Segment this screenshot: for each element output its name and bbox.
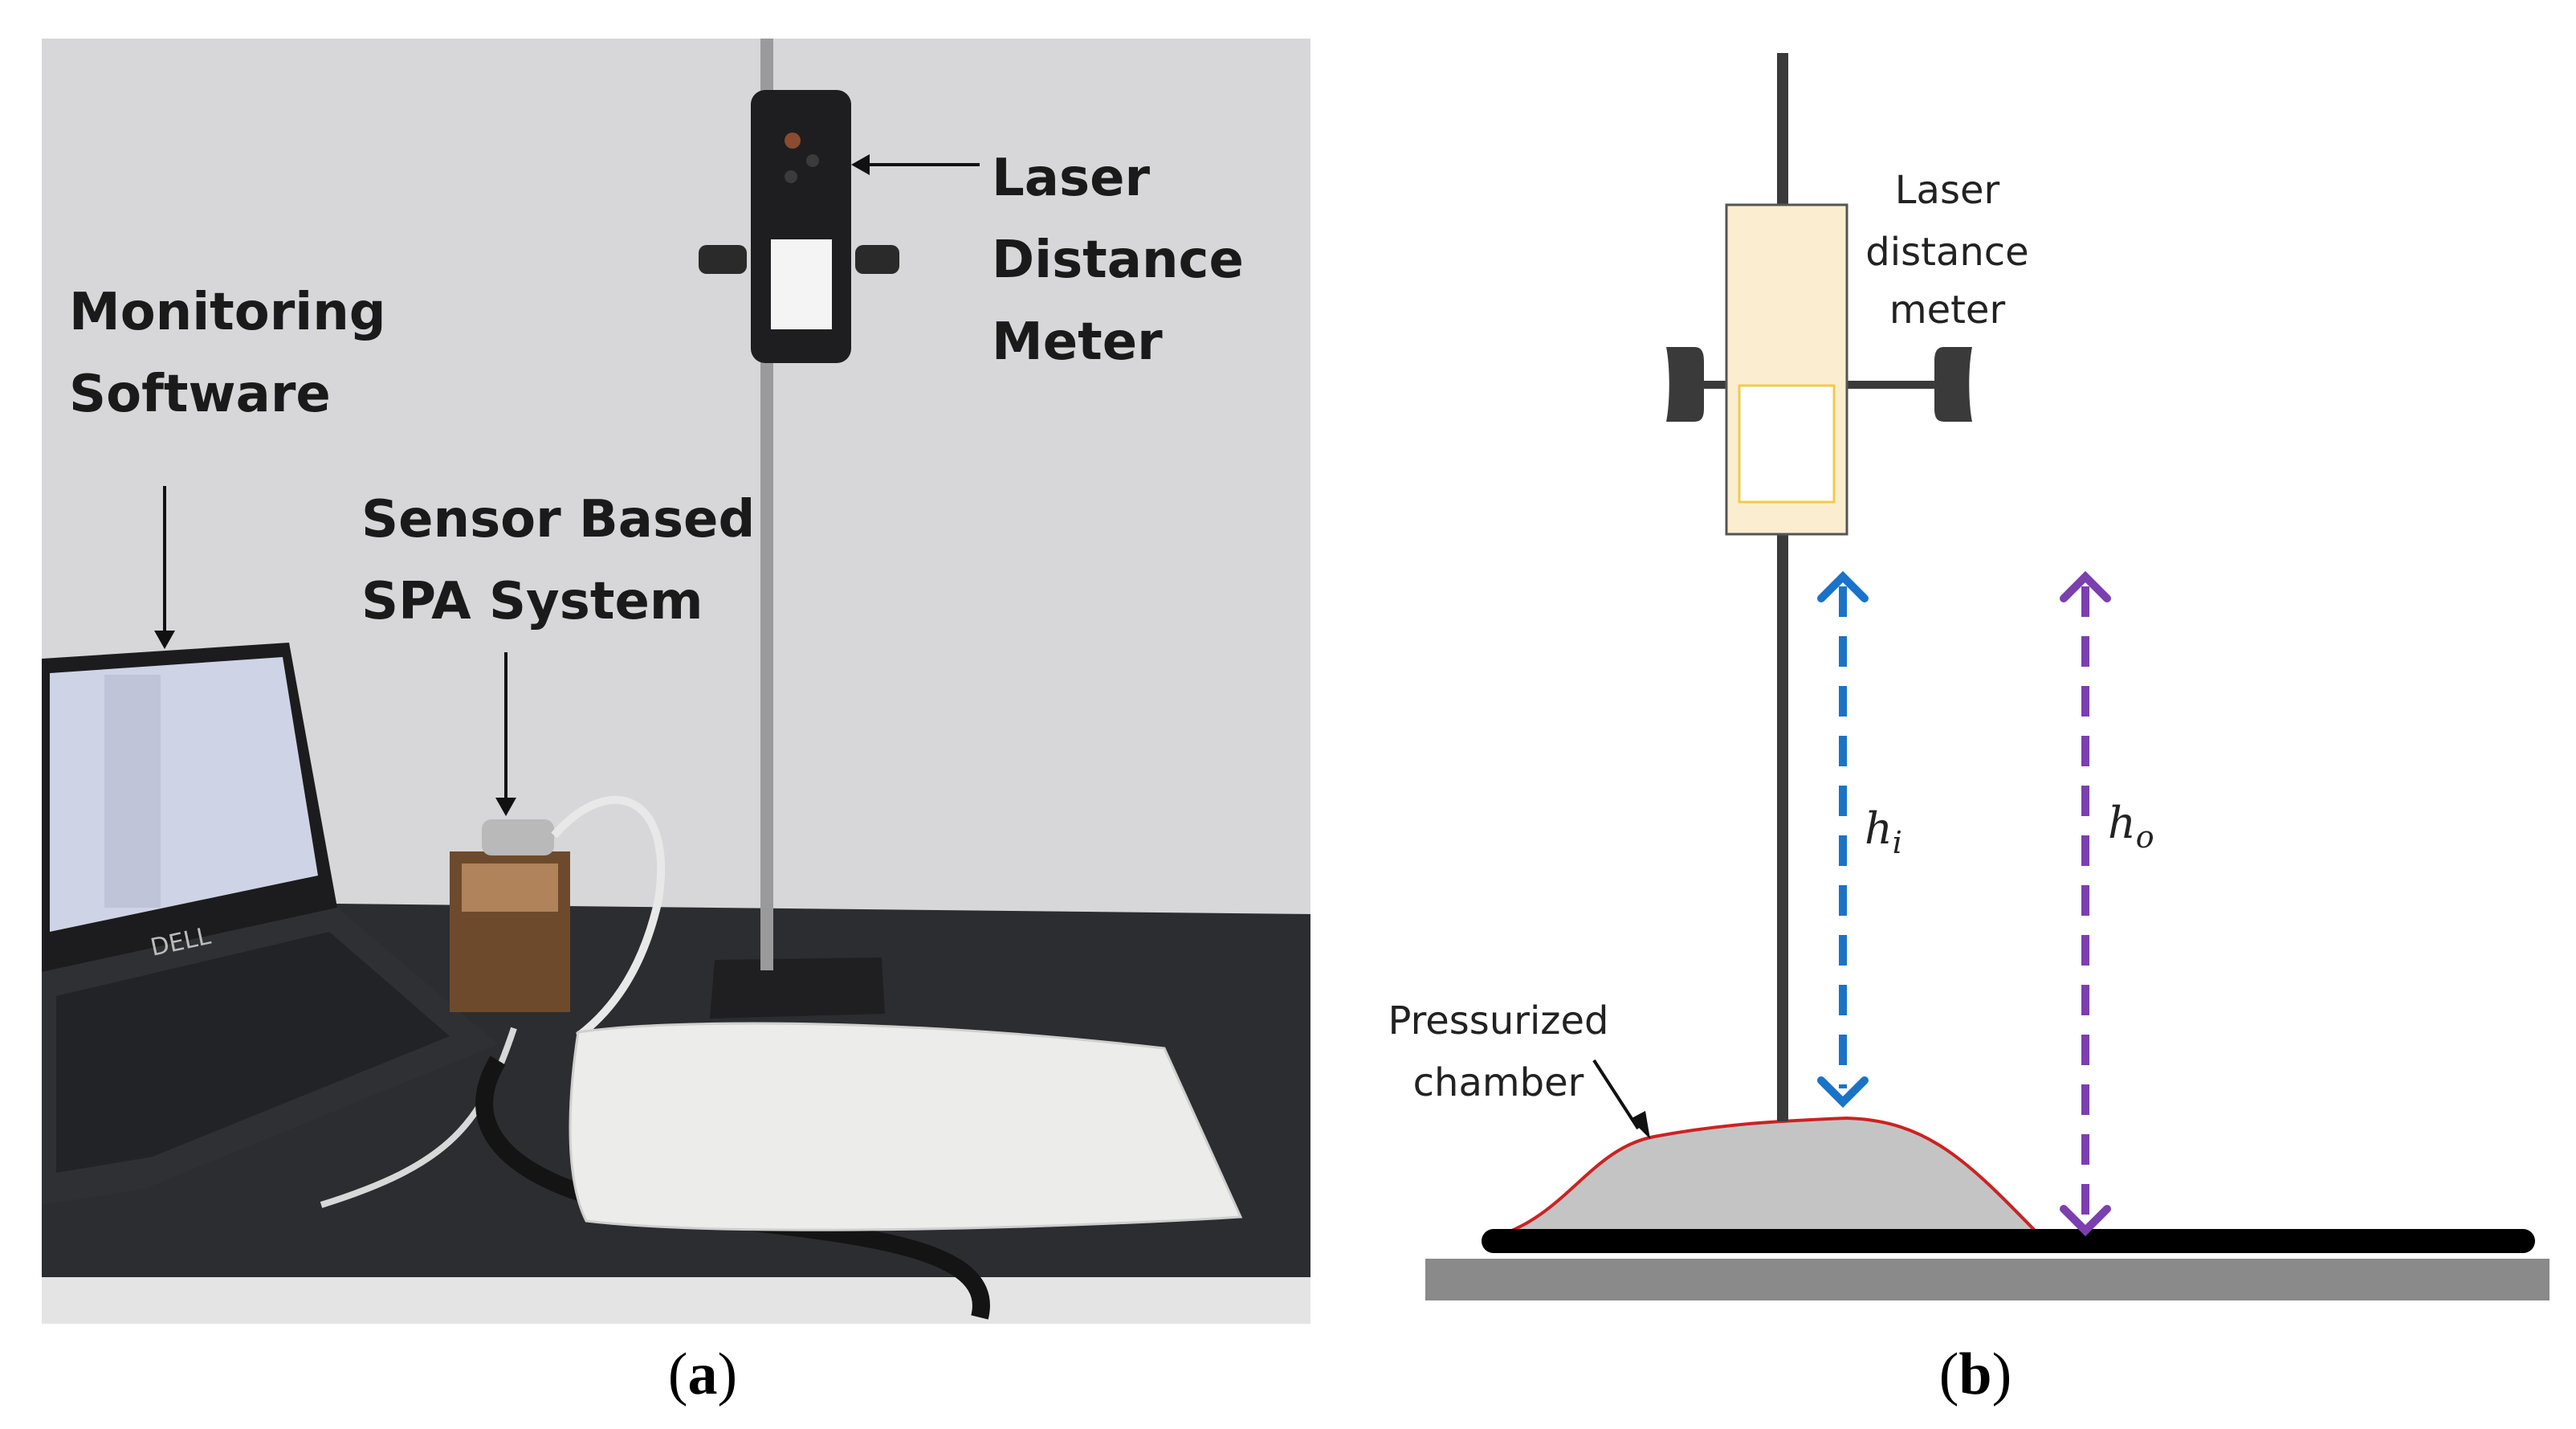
air-pad — [569, 1022, 1243, 1231]
arrow-head — [851, 154, 870, 175]
laser-meter-photo — [699, 90, 899, 363]
chamber-outline — [1493, 1116, 2041, 1239]
h-o-arrowhead-up — [2060, 570, 2111, 602]
clamp-knob-right — [1934, 347, 1972, 422]
label-monitoring-2: Software — [69, 365, 331, 424]
photo-pointer-arrows — [154, 154, 980, 816]
clamp-knob-left — [1666, 347, 1704, 422]
arrow-head — [154, 631, 175, 649]
label-sensor-1: Sensor Based — [361, 490, 755, 549]
chamber-pointer-head — [1630, 1111, 1650, 1139]
clamp-bar-right — [1847, 381, 1935, 389]
laptop-keyboard — [56, 932, 450, 1173]
laser-clamp-right — [855, 245, 899, 274]
laser-meter-screen-diagram — [1738, 384, 1836, 504]
label-laser-3: Meter — [992, 312, 1163, 372]
laser-button — [785, 170, 797, 183]
air-tube — [551, 795, 666, 1039]
h-i-arrowhead-up — [1817, 570, 1869, 602]
ground-slab — [1425, 1259, 2550, 1300]
laptop: DELL — [42, 643, 498, 1205]
pressurized-chamber — [1494, 1118, 2040, 1237]
h-i-arrowhead-down — [1817, 1076, 1869, 1108]
laser-clamp-left — [699, 245, 747, 274]
label-sensor-2: SPA System — [361, 572, 703, 631]
label-laser-1: Laser — [992, 149, 1150, 208]
label-laser-diagram-3: meter — [1889, 288, 2006, 333]
spa-pump — [482, 819, 554, 855]
label-h-o: ho — [2108, 798, 2154, 855]
h-i-arrow — [1817, 570, 1869, 1108]
spa-system-device — [450, 819, 570, 1012]
floor-strip — [42, 1277, 1310, 1324]
laser-button — [785, 133, 801, 149]
panel-b-diagram: hi ho Laser distance meter Pressurized c… — [1388, 53, 2550, 1300]
h-o-arrow — [2060, 570, 2111, 1237]
h-o-arrowhead-down — [2060, 1205, 2111, 1237]
label-monitoring-1: Monitoring — [69, 283, 386, 342]
laser-button — [806, 154, 819, 167]
arrow-head — [495, 798, 516, 816]
caption-a: (a) — [668, 1341, 737, 1407]
label-h-i: hi — [1865, 803, 1902, 860]
chamber-pointer — [1592, 1059, 1640, 1130]
panel-a-photo: DELL Monitoring Software — [42, 39, 1310, 1324]
label-chamber-2: chamber — [1413, 1060, 1584, 1105]
laser-meter-screen — [771, 239, 832, 329]
label-chamber-1: Pressurized — [1388, 998, 1608, 1043]
software-panel — [104, 675, 161, 908]
spa-device-board — [462, 864, 558, 912]
label-laser-2: Distance — [992, 231, 1244, 290]
caption-b: (b) — [1939, 1341, 2011, 1407]
label-laser-diagram-2: distance — [1865, 230, 2028, 275]
label-laser-diagram-1: Laser — [1895, 168, 2000, 213]
stand-base — [710, 957, 885, 1019]
